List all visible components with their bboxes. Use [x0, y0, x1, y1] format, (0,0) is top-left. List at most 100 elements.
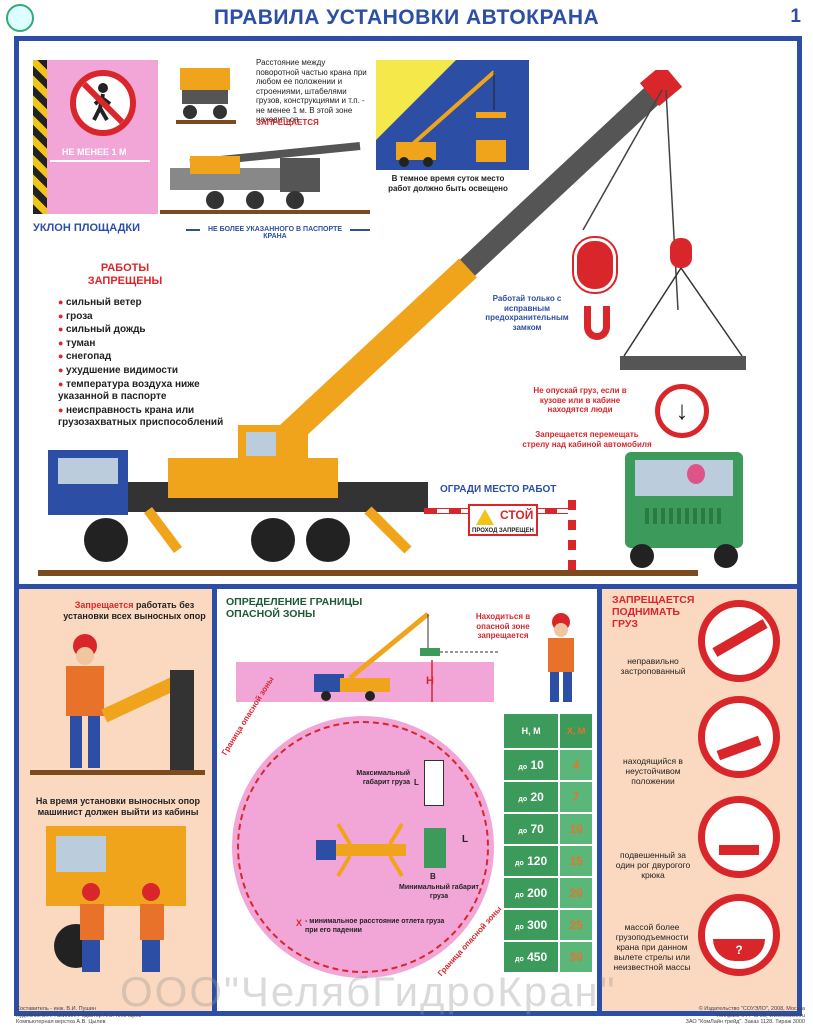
no-lift-sign-1	[698, 600, 780, 682]
h-value: 450	[527, 950, 548, 964]
hook-pulley	[572, 236, 618, 294]
topdown-crane	[316, 822, 406, 878]
publisher-logo	[6, 4, 34, 32]
driver-exit-text: На время установки выносных опор машинис…	[35, 796, 201, 817]
stop-text: СТОЙ	[500, 508, 534, 522]
min-gabarit-label: Минимальный габарит груза	[399, 884, 479, 900]
min-distance-label: НЕ МЕНЕЕ 1 М	[62, 147, 127, 157]
max-gabarit-l: L	[414, 778, 419, 787]
height-label: H	[426, 675, 434, 687]
left-panel	[19, 589, 212, 1011]
column-divider-left	[212, 589, 217, 1011]
danger-zone-text: Находиться в опасной зоне запрещается	[475, 612, 531, 640]
lift-forbidden-title: ЗАПРЕЩАЕТСЯ ПОДНИМАТЬ ГРУЗ	[612, 594, 695, 630]
h-prefix: до	[515, 956, 524, 963]
list-item: температура воздуха ниже указанной в пас…	[58, 378, 228, 404]
list-item: ухудшение видимости	[58, 364, 228, 378]
h-prefix: до	[515, 924, 524, 931]
warning-triangle-icon	[476, 509, 494, 525]
table-header-x: Х, М	[558, 712, 594, 750]
h-value: 70	[530, 822, 544, 836]
h-value: 200	[527, 886, 548, 900]
min-distance-arrow	[50, 160, 150, 162]
x-label: X	[296, 918, 303, 928]
hook-text: Работай только с исправным предохранител…	[485, 294, 569, 332]
dark-time-text: В темное время суток место работ должно …	[388, 174, 508, 193]
publisher-info: © Издательство "СОУЭЛО", 2008, Москва Те…	[685, 1006, 806, 1025]
page-title: ПРАВИЛА УСТАНОВКИ АВТОКРАНА	[213, 6, 600, 29]
table-row: до 450 30	[501, 940, 594, 974]
h-prefix: до	[515, 892, 524, 899]
list-item: снегопад	[58, 350, 228, 364]
list-item: неисправность крана или грузозахватных п…	[58, 404, 228, 430]
x-value: 30	[558, 940, 594, 974]
x-value: 7	[558, 780, 594, 814]
main-crane-illustration	[38, 70, 698, 576]
hazard-stripe-wall	[33, 60, 47, 214]
distance-forbidden: ЗАПРЕЩАЕТСЯ	[256, 118, 319, 127]
table-row: до 120 15	[501, 844, 594, 878]
zone-worker-illustration	[548, 613, 574, 702]
no-lower-text: Не опускай груз, если в кузове или в каб…	[533, 386, 627, 414]
no-move-text: Запрещается перемещать стрелу над кабино…	[522, 430, 652, 449]
h-value: 300	[527, 918, 548, 932]
list-item: туман	[58, 337, 228, 351]
x-value: 10	[558, 812, 594, 846]
x-value: 25	[558, 908, 594, 942]
lift-item-2: находящийся в неустойчивом положении	[623, 756, 683, 786]
green-truck	[625, 452, 743, 548]
table-row: до 70 10	[501, 812, 594, 846]
min-gabarit-box	[424, 828, 446, 868]
credits: Составитель - инж. В.И. Пушин Художник В…	[16, 1006, 142, 1025]
table-row: до 300 25	[501, 908, 594, 942]
list-item: сильный дождь	[58, 323, 228, 337]
forbidden-word: Запрещается	[74, 600, 134, 610]
beam-load	[620, 356, 746, 370]
forbidden-rest: работать без установки всех выносных опо…	[63, 600, 206, 621]
worker-outrigger-illustration	[30, 634, 205, 775]
table-header-h: Н, М	[501, 712, 561, 750]
no-lift-sign-3	[698, 796, 780, 878]
no-lift-sign-2	[698, 696, 780, 778]
stop-sign: СТОЙ ПРОХОД ЗАПРЕЩЕН	[468, 504, 538, 536]
x-value: 15	[558, 844, 594, 878]
danger-zone-boundary	[237, 721, 489, 973]
zone-crane-illustration	[314, 612, 500, 702]
max-gabarit-box	[424, 760, 444, 806]
sling-lines	[623, 268, 743, 357]
no-lowering-sign: ↓	[655, 384, 709, 438]
stop-subtext: ПРОХОД ЗАПРЕЩЕН	[472, 528, 534, 534]
second-hook	[670, 238, 692, 268]
lift-item-3: подвешенный за один рог двурогого крюка	[615, 850, 691, 880]
green-truck-wheels	[630, 544, 738, 570]
slope-title: УКЛОН ПЛОЩАДКИ	[33, 222, 141, 234]
no-pedestrian-icon	[70, 70, 136, 136]
column-divider-right	[597, 589, 602, 1011]
h-prefix: до	[518, 828, 528, 835]
h-value: 20	[530, 790, 544, 804]
works-forbidden-title: РАБОТЫ ЗАПРЕЩЕНЫ	[87, 262, 163, 287]
hook-icon	[584, 306, 610, 340]
night-scene	[376, 60, 529, 170]
cab-workers-illustration	[46, 826, 186, 972]
h-value: 120	[527, 854, 548, 868]
zone-title: ОПРЕДЕЛЕНИЕ ГРАНИЦЫ ОПАСНОЙ ЗОНЫ	[226, 596, 363, 620]
lift-item-1: неправильно застропованный	[620, 656, 686, 676]
distance-text: Расстояние между поворотной частью крана…	[256, 58, 367, 124]
l-label: L	[462, 834, 469, 845]
b-label: B	[430, 872, 436, 881]
barrier-post	[568, 500, 576, 570]
list-item: гроза	[58, 310, 228, 324]
h-prefix: до	[515, 860, 524, 867]
h-prefix: до	[518, 764, 528, 771]
table-header-row: Н, М Х, М	[501, 712, 594, 750]
x-note: - минимальное расстояние отлета груза пр…	[305, 918, 445, 934]
list-item: сильный ветер	[58, 296, 228, 310]
works-forbidden-list: сильный ветер гроза сильный дождь туман …	[58, 296, 228, 430]
lift-item-4: массой более грузоподъемности крана при …	[613, 922, 691, 972]
h-value: 10	[530, 758, 544, 772]
